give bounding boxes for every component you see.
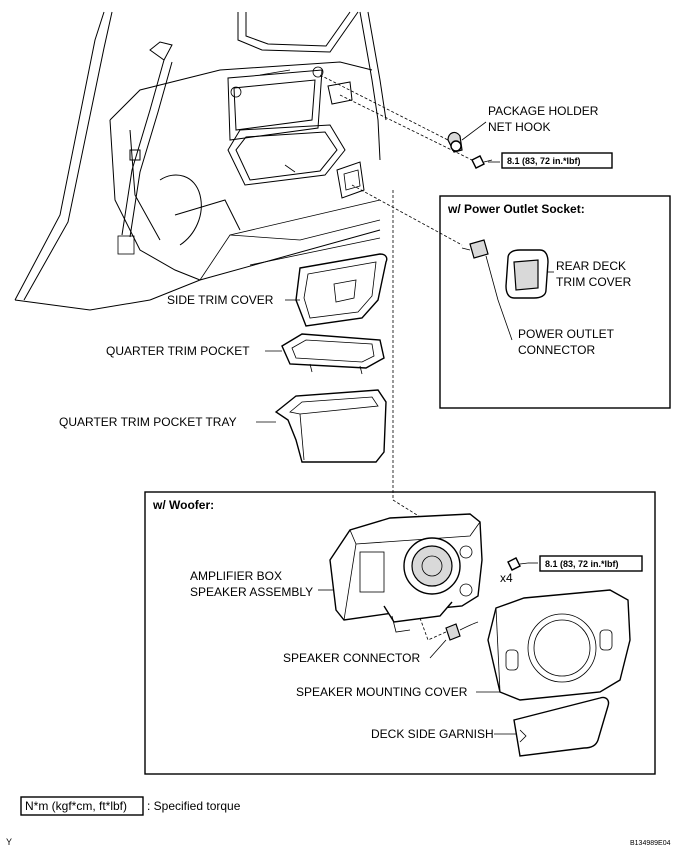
power-outlet-connector-label-line1: POWER OUTLET xyxy=(518,327,615,341)
qty-x4-label: x4 xyxy=(500,571,513,585)
woofer-bolt-part xyxy=(507,557,529,571)
legend-unit-text: N*m (kgf*cm, ft*lbf) xyxy=(25,799,127,813)
power-outlet-box-title: w/ Power Outlet Socket: xyxy=(447,202,585,216)
power-outlet-socket-box: w/ Power Outlet Socket: REAR DECK TRIM C… xyxy=(439,195,671,409)
speaker-connector-part xyxy=(419,617,479,641)
torque-spec-woofer-text: 8.1 (83, 72 in.*lbf) xyxy=(545,559,619,569)
amplifier-box-label-line1: AMPLIFIER BOX xyxy=(190,569,282,583)
figure-code: B134989E04 xyxy=(630,840,671,847)
footer-left-mark: Y xyxy=(6,837,12,847)
rear-deck-trim-cover-label-line1: REAR DECK xyxy=(556,259,626,273)
leader-net-hook xyxy=(319,74,449,141)
torque-spec-top-text: 8.1 (83, 72 in.*lbf) xyxy=(507,156,581,166)
torque-legend: N*m (kgf*cm, ft*lbf) : Specified torque xyxy=(20,796,241,816)
quarter-trim-pocket-part xyxy=(281,333,385,375)
power-outlet-connector-label-line2: CONNECTOR xyxy=(518,343,595,357)
woofer-box-title: w/ Woofer: xyxy=(152,498,214,512)
torque-spec-woofer: 8.1 (83, 72 in.*lbf) xyxy=(528,555,643,572)
amplifier-box-speaker-assembly-part xyxy=(329,513,483,633)
side-trim-cover-label: SIDE TRIM COVER xyxy=(167,293,274,307)
speaker-connector-label: SPEAKER CONNECTOR xyxy=(283,651,420,665)
torque-spec-top: 8.1 (83, 72 in.*lbf) xyxy=(488,152,613,169)
rear-deck-trim-cover-part xyxy=(505,249,549,299)
quarter-trim-pocket-label: QUARTER TRIM POCKET xyxy=(106,344,250,358)
side-trim-cover-part xyxy=(295,253,388,327)
leader-power-outlet xyxy=(351,184,463,246)
woofer-box: w/ Woofer: x4 8.1 (83, 72 in.*lbf) AMPLI xyxy=(144,491,656,775)
legend-description: : Specified torque xyxy=(147,799,241,813)
rear-deck-trim-cover-label-line2: TRIM COVER xyxy=(556,275,632,289)
quarter-trim-pocket-tray-label: QUARTER TRIM POCKET TRAY xyxy=(59,415,237,429)
speaker-mounting-cover-label: SPEAKER MOUNTING COVER xyxy=(296,685,468,699)
quarter-trim-pocket-tray-part xyxy=(274,389,387,463)
power-outlet-connector-part xyxy=(461,239,513,341)
deck-side-garnish-label: DECK SIDE GARNISH xyxy=(371,727,494,741)
package-holder-net-hook-label-line2: NET HOOK xyxy=(488,120,550,134)
package-holder-net-hook-part xyxy=(447,131,493,169)
vehicle-interior-illustration xyxy=(14,11,387,311)
leader-bolt xyxy=(339,94,473,161)
amplifier-box-label-line2: SPEAKER ASSEMBLY xyxy=(190,585,313,599)
package-holder-net-hook-label-line1: PACKAGE HOLDER xyxy=(488,104,599,118)
speaker-mounting-cover-part xyxy=(487,589,631,701)
deck-side-garnish-part xyxy=(513,696,610,757)
